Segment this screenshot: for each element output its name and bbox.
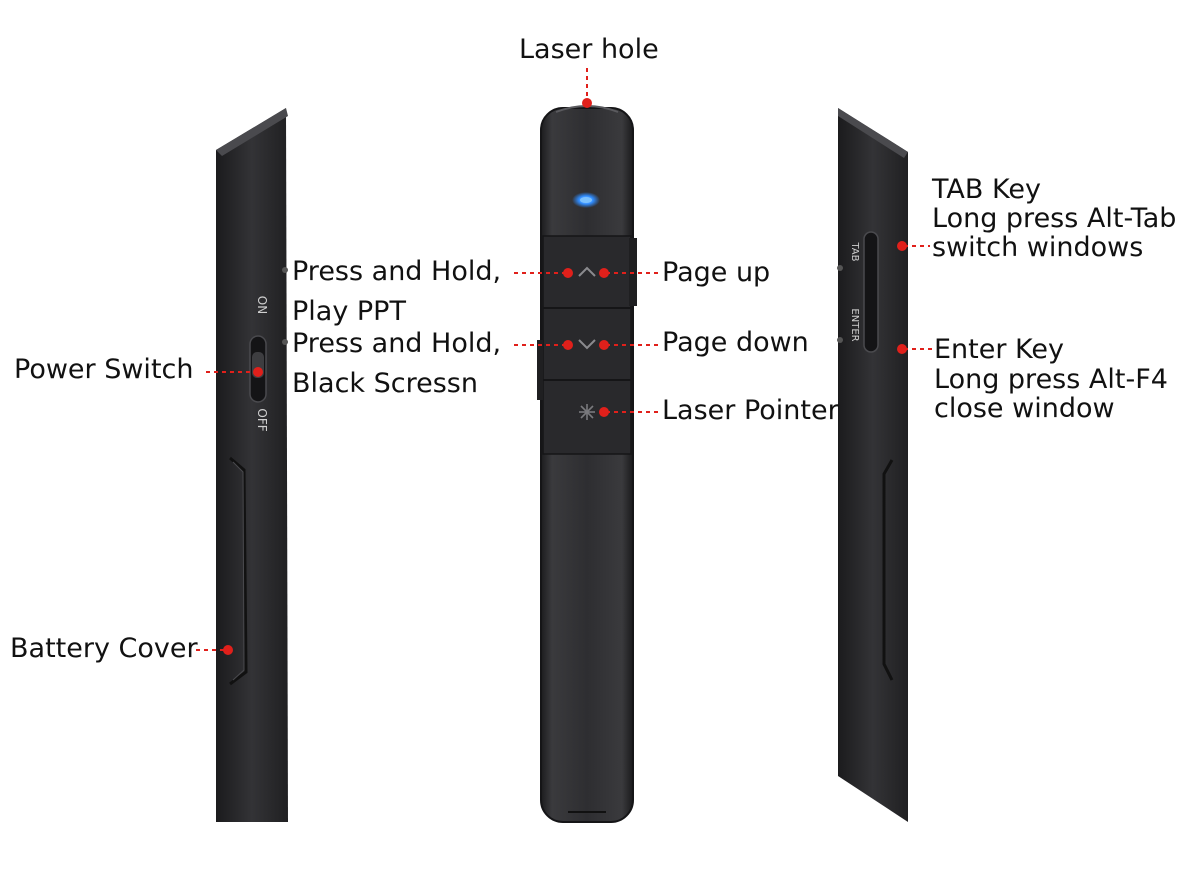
- laser-pointer-label: Laser Pointer: [662, 395, 839, 426]
- left-side-view: ON OFF: [216, 108, 288, 822]
- tab-key-label-line1: TAB Key: [932, 174, 1041, 205]
- chevron-down-icon: [578, 339, 596, 350]
- down-hold-label-line1: Press and Hold,: [292, 328, 502, 359]
- battery-cover-label: Battery Cover: [10, 633, 198, 664]
- enter-key-label-line3: close window: [934, 393, 1115, 424]
- up-hold-label-line2: Play PPT: [292, 296, 406, 327]
- on-marking: ON: [255, 296, 269, 314]
- chevron-up-icon: [578, 266, 596, 277]
- tab-enter-key-slot: [863, 231, 879, 353]
- leader-lines: [196, 68, 932, 651]
- enter-key-label-line2: Long press Alt-F4: [934, 364, 1168, 395]
- off-marking: OFF: [255, 408, 269, 431]
- right-side-view: TAB ENTER: [837, 108, 908, 822]
- page-up-label: Page up: [662, 257, 771, 288]
- enter-marking: ENTER: [849, 308, 860, 341]
- page-down-label: Page down: [662, 327, 809, 358]
- laser-star-icon: [579, 404, 595, 420]
- power-switch-label: Power Switch: [14, 354, 194, 385]
- up-hold-label-line1: Press and Hold,: [292, 256, 502, 287]
- laser-hole-label: Laser hole: [519, 34, 659, 65]
- tab-key-label-line3: switch windows: [932, 232, 1144, 263]
- front-view: [537, 105, 637, 823]
- tab-key-label-line2: Long press Alt-Tab: [932, 203, 1177, 234]
- tab-marking: TAB: [849, 241, 860, 261]
- enter-key-label-line1: Enter Key: [934, 334, 1065, 365]
- callout-dots: [223, 98, 907, 655]
- down-hold-label-line2: Black Scressn: [292, 368, 478, 399]
